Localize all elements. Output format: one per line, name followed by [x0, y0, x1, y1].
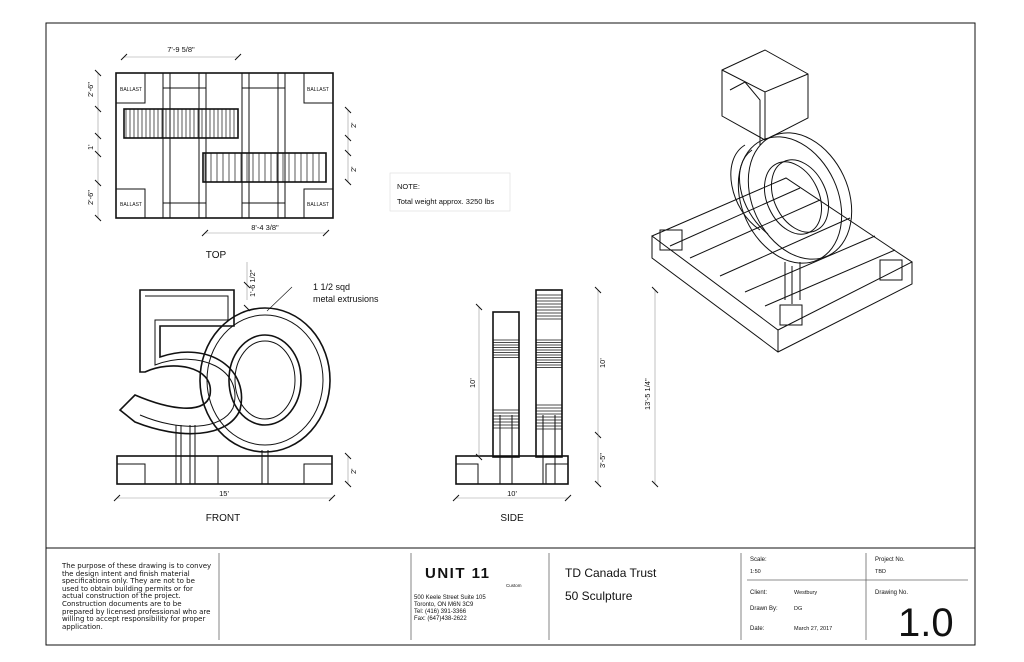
note-box: NOTE: Total weight approx. 3250 lbs — [389, 172, 511, 212]
dim-right: 2' — [349, 166, 358, 172]
dim-side-right-height: 10' — [598, 358, 607, 368]
note-title: NOTE: — [397, 182, 420, 191]
dim-top-width: 7'-9 5/8" — [167, 45, 195, 54]
dim-side-total: 13'-5 1/4" — [643, 378, 652, 410]
drawn-by-value: DG — [794, 606, 802, 612]
dim-side-left-height: 10' — [468, 378, 477, 388]
client-label: Client: — [750, 590, 767, 596]
sheet-border — [45, 22, 976, 646]
title-block — [218, 553, 968, 640]
project-no-label: Project No. — [875, 557, 905, 563]
scale-label: Scale: — [750, 557, 767, 563]
note-text: Total weight approx. 3250 lbs — [397, 197, 494, 206]
dim-side-base: 3'-5" — [598, 453, 607, 468]
front-view-label: FRONT — [206, 513, 240, 524]
top-view-label: TOP — [206, 250, 227, 261]
dim-bottom-width: 8'-4 3/8" — [251, 223, 279, 232]
address-line: Tel: (416) 391-3366 — [414, 609, 467, 615]
top-view: BALLAST BALLAST BALLAST BALLAST 7'-9 5/8… — [86, 45, 358, 261]
dim-front-base: 2' — [349, 468, 358, 474]
disclaimer-text: The purpose of these drawing is to conve… — [62, 562, 212, 631]
ballast-label: BALLAST — [120, 87, 142, 93]
dim-left: 2'-6" — [86, 190, 95, 205]
callout-line2: metal extrusions — [313, 294, 379, 304]
address-line: 500 Keele Street Suite 105 — [414, 595, 486, 601]
isometric-view — [651, 49, 913, 353]
side-view: 10' 10' 10' 3'-5" 13'-5 1/4" SIDE — [452, 286, 659, 524]
svg-text:Custom: Custom — [506, 583, 522, 588]
unit11-logo: UNIT 11 Custom — [425, 565, 522, 588]
dim-left: 2'-6" — [86, 82, 95, 97]
dim-front-top: 1'-6 1/2" — [248, 269, 257, 297]
drawing-no-label: Drawing No. — [875, 590, 908, 596]
scale-value: 1:50 — [750, 569, 761, 575]
project-subtitle: 50 Sculpture — [565, 589, 633, 603]
svg-text:UNIT 11: UNIT 11 — [425, 565, 491, 582]
callout-line1: 1 1/2 sqd — [313, 282, 350, 292]
project-no-value: TBD — [875, 569, 886, 575]
date-value: March 27, 2017 — [794, 626, 832, 632]
dim-right: 2' — [349, 122, 358, 128]
drawing-no-value: 1.0 — [898, 601, 954, 645]
front-view: 15' 2' 1'-6 1/2" 1 1/2 sqd metal extrusi… — [113, 262, 379, 524]
dim-front-width: 15' — [219, 489, 229, 498]
address-line: Fax: (647)438-2622 — [414, 616, 467, 622]
ballast-label: BALLAST — [307, 87, 329, 93]
date-label: Date: — [750, 626, 765, 632]
project-name: TD Canada Trust — [565, 566, 657, 580]
dim-left: 1' — [86, 144, 95, 150]
client-value: Westbury — [794, 590, 817, 596]
address-line: Toronto, ON M6N 3C9 — [414, 602, 474, 608]
drawn-by-label: Drawn By: — [750, 606, 778, 612]
ballast-label: BALLAST — [120, 202, 142, 208]
ballast-label: BALLAST — [307, 202, 329, 208]
side-view-label: SIDE — [500, 513, 524, 524]
dim-side-width: 10' — [507, 489, 517, 498]
